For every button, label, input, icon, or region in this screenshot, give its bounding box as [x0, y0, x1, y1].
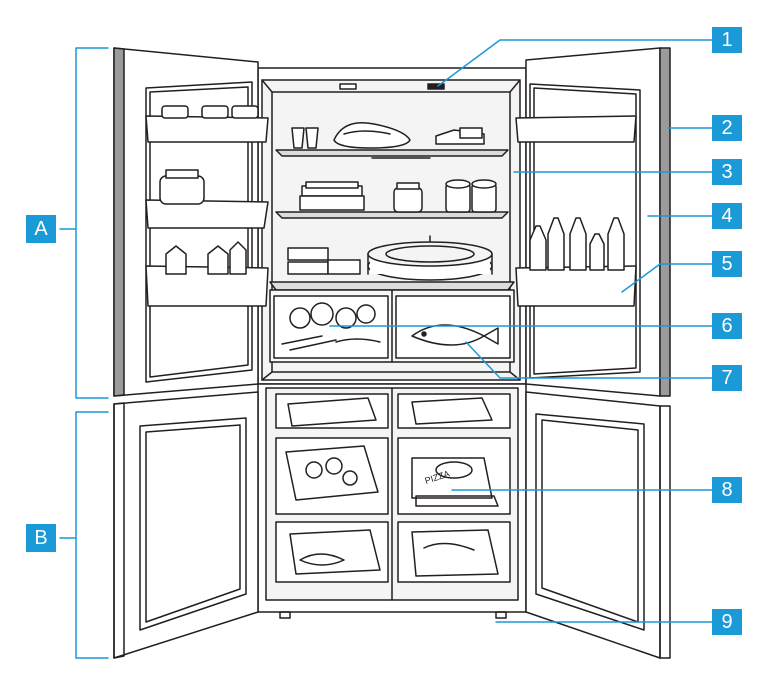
fridge-door-left	[113, 47, 269, 397]
freezer-cabinet	[257, 383, 527, 619]
callout-9: 9	[712, 609, 742, 635]
section-bracket-b	[59, 411, 109, 659]
callout-8: 8	[712, 477, 742, 503]
fridge-door-right	[515, 47, 671, 397]
glass-shelf-upper	[275, 122, 509, 159]
freezer-door-right	[525, 391, 671, 659]
callout-6: 6	[712, 313, 742, 339]
glass-shelf-middle	[275, 179, 509, 219]
leader-lines	[329, 39, 713, 623]
section-bracket-a	[59, 47, 109, 399]
callout-3: 3	[712, 159, 742, 185]
callout-5: 5	[712, 251, 742, 277]
callout-2: 2	[712, 115, 742, 141]
freezer-door-left	[113, 391, 259, 659]
callout-7: 7	[712, 365, 742, 391]
glass-shelf-lower	[269, 235, 515, 291]
callout-1: 1	[712, 27, 742, 53]
section-label-b: B	[26, 524, 56, 552]
section-label-a: A	[26, 215, 56, 243]
callout-4: 4	[712, 203, 742, 229]
